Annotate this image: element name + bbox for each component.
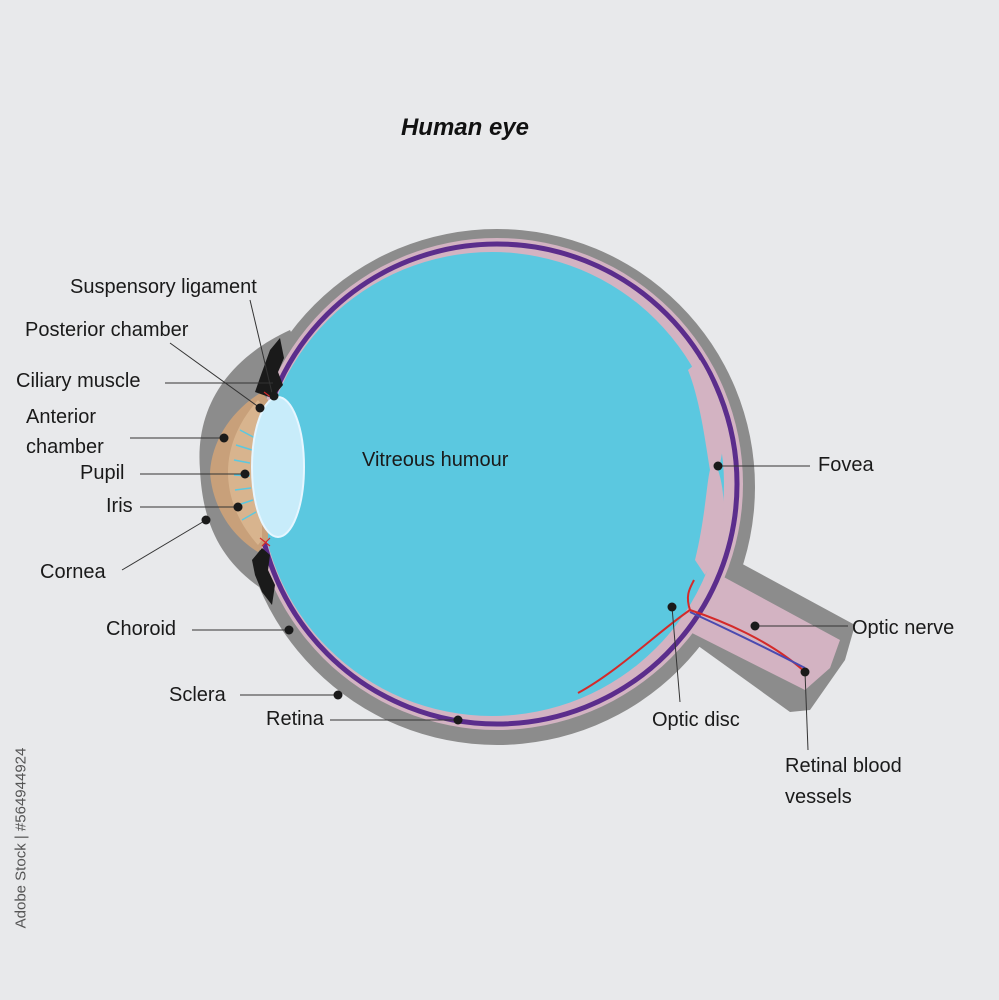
label-anterior-chamber-line2: chamber <box>26 436 104 458</box>
label-iris: Iris <box>106 495 133 517</box>
stock-watermark: Adobe Stock | #564944924 <box>6 748 36 929</box>
ciliary-body-bottom <box>252 548 275 605</box>
label-vitreous-humour: Vitreous humour <box>362 449 509 471</box>
label-retina: Retina <box>266 708 324 730</box>
label-anterior-chamber-line1: Anterior <box>26 406 97 428</box>
label-retinal-blood-vessels-line2: vessels <box>785 786 852 808</box>
label-choroid: Choroid <box>106 618 177 640</box>
diagram-title: Human eye <box>400 114 530 141</box>
label-cornea: Cornea <box>40 561 106 583</box>
lens <box>251 396 305 538</box>
fovea-region <box>688 360 724 575</box>
label-optic-disc: Optic disc <box>652 709 740 731</box>
label-optic-nerve: Optic nerve <box>852 617 955 639</box>
label-ciliary-muscle: Ciliary muscle <box>16 370 141 392</box>
label-posterior-chamber: Posterior chamber <box>25 319 189 341</box>
label-pupil: Pupil <box>80 462 125 484</box>
label-suspensory-ligament: Suspensory ligament <box>70 276 257 298</box>
vitreous-humour <box>260 252 724 716</box>
label-sclera: Sclera <box>169 684 226 706</box>
label-fovea: Fovea <box>818 454 874 476</box>
leader-lines <box>121 299 848 751</box>
retinal-artery-branch <box>686 579 695 611</box>
watermark-text: Adobe Stock | #564944924 <box>12 747 30 929</box>
optic-nerve <box>678 575 840 690</box>
label-retinal-blood-vessels-line1: Retinal blood <box>785 755 902 777</box>
retinal-vein <box>689 611 806 669</box>
label-points <box>201 391 810 725</box>
